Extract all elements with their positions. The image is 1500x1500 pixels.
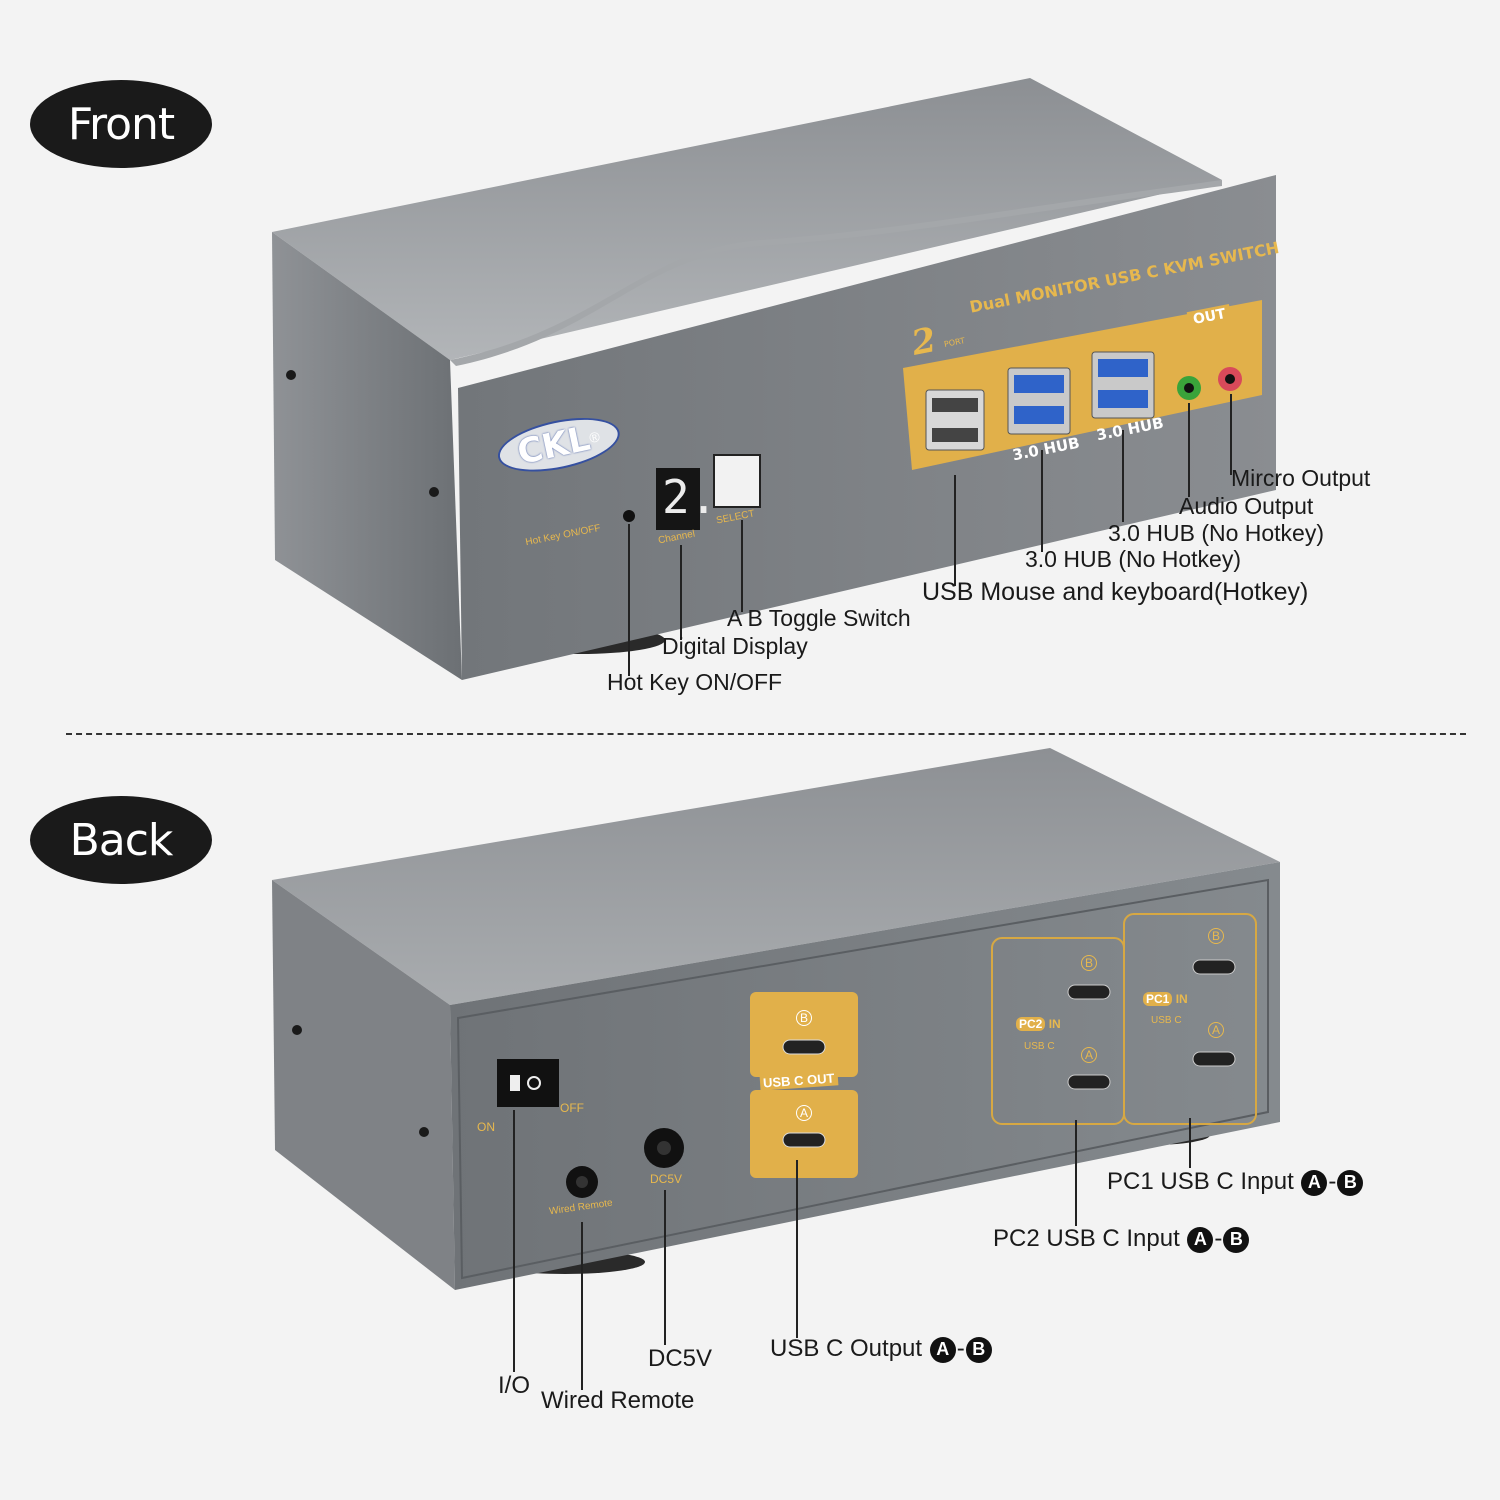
badge-a-icon: A: [1301, 1169, 1328, 1196]
badge-a-icon: A: [1187, 1226, 1214, 1253]
pc2-in-word: IN: [1048, 1017, 1061, 1031]
pc2-port-a-badge: A: [1081, 1047, 1097, 1063]
callout-hotkey: Hot Key ON/OFF: [607, 669, 783, 695]
pc1-port-b-badge: B: [1208, 928, 1224, 944]
front-left-side: [272, 232, 462, 680]
callout-micro-output: Mircro Output: [1231, 465, 1371, 491]
on-label: ON: [477, 1120, 495, 1134]
channel-display: [656, 468, 700, 530]
pc1-usbc-label: USB C: [1151, 1015, 1182, 1026]
badge-a-icon: A: [929, 1336, 956, 1363]
back-section-label: Back: [30, 796, 212, 884]
callout-toggle-switch: A B Toggle Switch: [727, 605, 911, 631]
display-digit: 2.: [662, 470, 718, 524]
callout-usb-c-output: USB C Output A-B: [770, 1335, 993, 1363]
callout-pc2-usb-c-input: PC2 USB C Input A-B: [993, 1225, 1250, 1253]
callout-audio-output: Audio Output: [1179, 493, 1314, 519]
callout-hub-a: 3.0 HUB (No Hotkey): [1108, 520, 1325, 546]
pc1-in-label: PC1 IN: [1143, 992, 1188, 1006]
front-gold-panel: [903, 300, 1262, 470]
callout-dc5v: DC5V: [648, 1345, 713, 1372]
back-left-side: [272, 880, 455, 1290]
out-port-a-badge: A: [796, 1105, 812, 1121]
front-top-lid: [272, 78, 1222, 360]
pc1-tag: PC1: [1143, 992, 1173, 1006]
pc2-usbc-label: USB C: [1024, 1041, 1055, 1052]
select-button: [713, 454, 761, 508]
callout-usb-mouse-keyboard: USB Mouse and keyboard(Hotkey): [922, 578, 1309, 606]
usb-c-out-b-panel: [750, 992, 858, 1077]
out-port-b-badge: B: [796, 1010, 812, 1026]
section-divider: [66, 733, 1466, 735]
callout-hub-b: 3.0 HUB (No Hotkey): [1025, 546, 1242, 572]
callout-io: I/O: [498, 1372, 531, 1399]
callout-digital-display: Digital Display: [662, 633, 808, 659]
pc1-in-word: IN: [1175, 992, 1188, 1006]
pc2-in-label: PC2 IN: [1016, 1017, 1061, 1031]
off-label: OFF: [560, 1101, 584, 1115]
pc2-tag: PC2: [1016, 1017, 1046, 1031]
front-device-illustration: [272, 78, 1276, 680]
back-face: [450, 862, 1280, 1290]
dc-panel-label: DC5V: [650, 1172, 683, 1186]
back-top-lid: [272, 748, 1280, 1005]
callout-pc1-usb-c-input: PC1 USB C Input A-B: [1107, 1168, 1364, 1196]
badge-b-icon: B: [1223, 1226, 1250, 1253]
pc1-port-a-badge: A: [1208, 1022, 1224, 1038]
pc2-port-b-badge: B: [1081, 955, 1097, 971]
front-section-label: Front: [30, 80, 212, 168]
callout-wired-remote: Wired Remote: [541, 1387, 695, 1414]
front-face: [458, 175, 1276, 680]
badge-b-icon: B: [965, 1336, 992, 1363]
badge-b-icon: B: [1337, 1169, 1364, 1196]
